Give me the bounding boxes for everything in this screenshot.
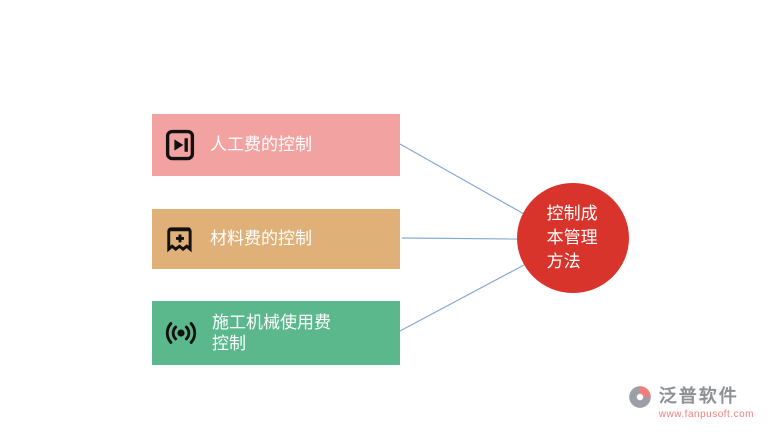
broadcast-signal-icon	[162, 314, 200, 352]
node-label: 施工机械使用费控制	[212, 312, 331, 353]
stamp-plus-icon	[162, 221, 198, 257]
node-labor-cost: 人工费的控制	[152, 114, 400, 176]
node-machinery-cost: 施工机械使用费控制	[152, 301, 400, 365]
watermark-brand: 泛普软件	[658, 386, 739, 406]
connector-line-1	[399, 143, 525, 215]
connector-line-2	[401, 237, 518, 240]
node-material-cost: 材料费的控制	[152, 209, 400, 269]
node-label: 材料费的控制	[210, 229, 312, 249]
watermark-url: www.fanpusoft.com	[658, 409, 754, 420]
connector-line-3	[399, 264, 525, 332]
watermark: 泛普软件 www.fanpusoft.com	[627, 382, 754, 420]
fanpu-logo-icon	[627, 384, 653, 415]
center-node-label: 控制成本管理方法	[546, 204, 598, 271]
node-cost-control-methods: 控制成本管理方法	[517, 183, 629, 293]
node-label: 人工费的控制	[210, 135, 312, 155]
door-arrow-icon	[162, 127, 198, 163]
